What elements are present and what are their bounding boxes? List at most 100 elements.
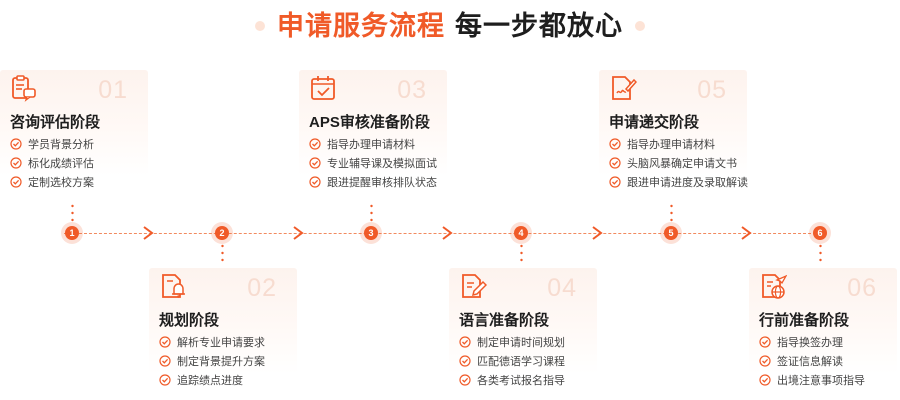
item-text: 跟进申请进度及录取解读 — [627, 176, 748, 189]
stage-items: 学员背景分析 标化成绩评估 定制选校方案 — [10, 134, 94, 191]
connector-dots — [520, 244, 523, 262]
check-circle-icon — [159, 335, 171, 348]
title-decoration-right — [635, 20, 645, 31]
list-item: 匹配德语学习课程 — [459, 351, 565, 370]
check-circle-icon — [609, 156, 621, 169]
stage-items: 指导办理申请材料 头脑风暴确定申请文书 跟进申请进度及录取解读 — [609, 134, 748, 191]
check-circle-icon — [759, 354, 771, 367]
item-text: 跟进提醒审核排队状态 — [327, 176, 437, 189]
list-item: 签证信息解读 — [759, 351, 865, 370]
timeline-arrow-icon — [592, 226, 603, 240]
stage-title: 申请递交阶段 — [609, 114, 700, 131]
check-circle-icon — [459, 373, 471, 386]
stage-number: 02 — [247, 274, 277, 302]
list-item: 指导办理申请材料 — [309, 134, 437, 153]
item-text: 标化成绩评估 — [28, 157, 94, 170]
stage-number: 05 — [697, 76, 727, 104]
check-circle-icon — [459, 335, 471, 348]
stage-title: 咨询评估阶段 — [10, 114, 101, 131]
check-circle-icon — [459, 354, 471, 367]
document-pen-icon — [462, 274, 487, 298]
stage-items: 解析专业申请要求 制定背景提升方案 追踪绩点进度 — [159, 332, 265, 389]
check-circle-icon — [159, 373, 171, 386]
list-item: 指导办理申请材料 — [609, 134, 748, 153]
calendar-check-icon — [311, 76, 335, 100]
title-decoration-left — [255, 20, 265, 31]
connector-dots — [71, 204, 74, 222]
item-text: 制定申请时间规划 — [477, 336, 565, 349]
step-dot-2: 2 — [215, 226, 229, 240]
clipboard-chat-icon — [12, 75, 36, 102]
stage-number: 01 — [98, 76, 128, 104]
check-circle-icon — [10, 156, 22, 169]
check-circle-icon — [759, 335, 771, 348]
list-item: 专业辅导课及模拟面试 — [309, 153, 437, 172]
item-text: 解析专业申请要求 — [177, 336, 265, 349]
timeline-arrow-icon — [143, 226, 154, 240]
stage-card-3: 03 APS审核准备阶段 指导办理申请材料 专业辅导课及模拟面试 跟进提醒审核排… — [299, 70, 447, 189]
connector-dots — [819, 244, 822, 262]
stage-card-1: 01 咨询评估阶段 学员背景分析 标化成绩评估 定制选校方案 — [0, 70, 148, 189]
item-text: 追踪绩点进度 — [177, 374, 243, 387]
list-item: 追踪绩点进度 — [159, 370, 265, 389]
stage-title: 行前准备阶段 — [759, 312, 850, 329]
item-text: 指导换签办理 — [777, 336, 843, 349]
item-text: 匹配德语学习课程 — [477, 355, 565, 368]
stage-card-5: 05 申请递交阶段 指导办理申请材料 头脑风暴确定申请文书 跟进申请进度及录取解… — [599, 70, 748, 189]
title-rest: 每一步都放心 — [455, 11, 623, 41]
connector-dots — [670, 204, 673, 222]
step-dot-5: 5 — [664, 226, 678, 240]
item-text: 头脑风暴确定申请文书 — [627, 157, 737, 170]
list-item: 跟进申请进度及录取解读 — [609, 172, 748, 191]
stage-items: 指导办理申请材料 专业辅导课及模拟面试 跟进提醒审核排队状态 — [309, 134, 437, 191]
item-text: 各类考试报名指导 — [477, 374, 565, 387]
item-text: 指导办理申请材料 — [327, 138, 415, 151]
document-plane-icon — [762, 274, 787, 299]
connector-dots — [370, 204, 373, 222]
list-item: 制定申请时间规划 — [459, 332, 565, 351]
stage-number: 04 — [547, 274, 577, 302]
list-item: 各类考试报名指导 — [459, 370, 565, 389]
stage-title: 规划阶段 — [159, 312, 220, 329]
stage-card-2: 02 规划阶段 解析专业申请要求 制定背景提升方案 追踪绩点进度 — [149, 268, 297, 387]
stage-title: 语言准备阶段 — [459, 312, 550, 329]
list-item: 指导换签办理 — [759, 332, 865, 351]
check-circle-icon — [159, 354, 171, 367]
stage-card-6: 06 行前准备阶段 指导换签办理 签证信息解读 出境注意事项指导 — [749, 268, 897, 387]
check-circle-icon — [309, 175, 321, 188]
item-text: 指导办理申请材料 — [627, 138, 715, 151]
stage-title: APS审核准备阶段 — [309, 114, 430, 131]
list-item: 解析专业申请要求 — [159, 332, 265, 351]
page-title: 申请服务流程每一步都放心 — [0, 4, 900, 41]
list-item: 制定背景提升方案 — [159, 351, 265, 370]
item-text: 定制选校方案 — [28, 176, 94, 189]
step-dot-4: 4 — [514, 226, 528, 240]
timeline-arrow-icon — [442, 226, 453, 240]
timeline-axis — [64, 233, 826, 234]
list-item: 出境注意事项指导 — [759, 370, 865, 389]
item-text: 学员背景分析 — [28, 138, 94, 151]
item-text: 专业辅导课及模拟面试 — [327, 157, 437, 170]
stage-number: 03 — [397, 76, 427, 104]
step-dot-3: 3 — [364, 226, 378, 240]
stage-number: 06 — [847, 274, 877, 302]
step-dot-1: 1 — [65, 226, 79, 240]
list-item: 学员背景分析 — [10, 134, 94, 153]
item-text: 出境注意事项指导 — [777, 374, 865, 387]
timeline-arrow-icon — [293, 226, 304, 240]
stage-items: 指导换签办理 签证信息解读 出境注意事项指导 — [759, 332, 865, 389]
check-circle-icon — [609, 137, 621, 150]
stage-card-4: 04 语言准备阶段 制定申请时间规划 匹配德语学习课程 各类考试报名指导 — [449, 268, 597, 387]
list-item: 标化成绩评估 — [10, 153, 94, 172]
connector-dots — [221, 244, 224, 262]
check-circle-icon — [609, 175, 621, 188]
item-text: 签证信息解读 — [777, 355, 843, 368]
check-circle-icon — [309, 137, 321, 150]
document-signature-icon — [612, 76, 637, 100]
title-accent: 申请服务流程 — [277, 11, 445, 41]
list-item: 定制选校方案 — [10, 172, 94, 191]
timeline-arrow-icon — [741, 226, 752, 240]
check-circle-icon — [10, 175, 22, 188]
step-dot-6: 6 — [813, 226, 827, 240]
check-circle-icon — [10, 137, 22, 150]
